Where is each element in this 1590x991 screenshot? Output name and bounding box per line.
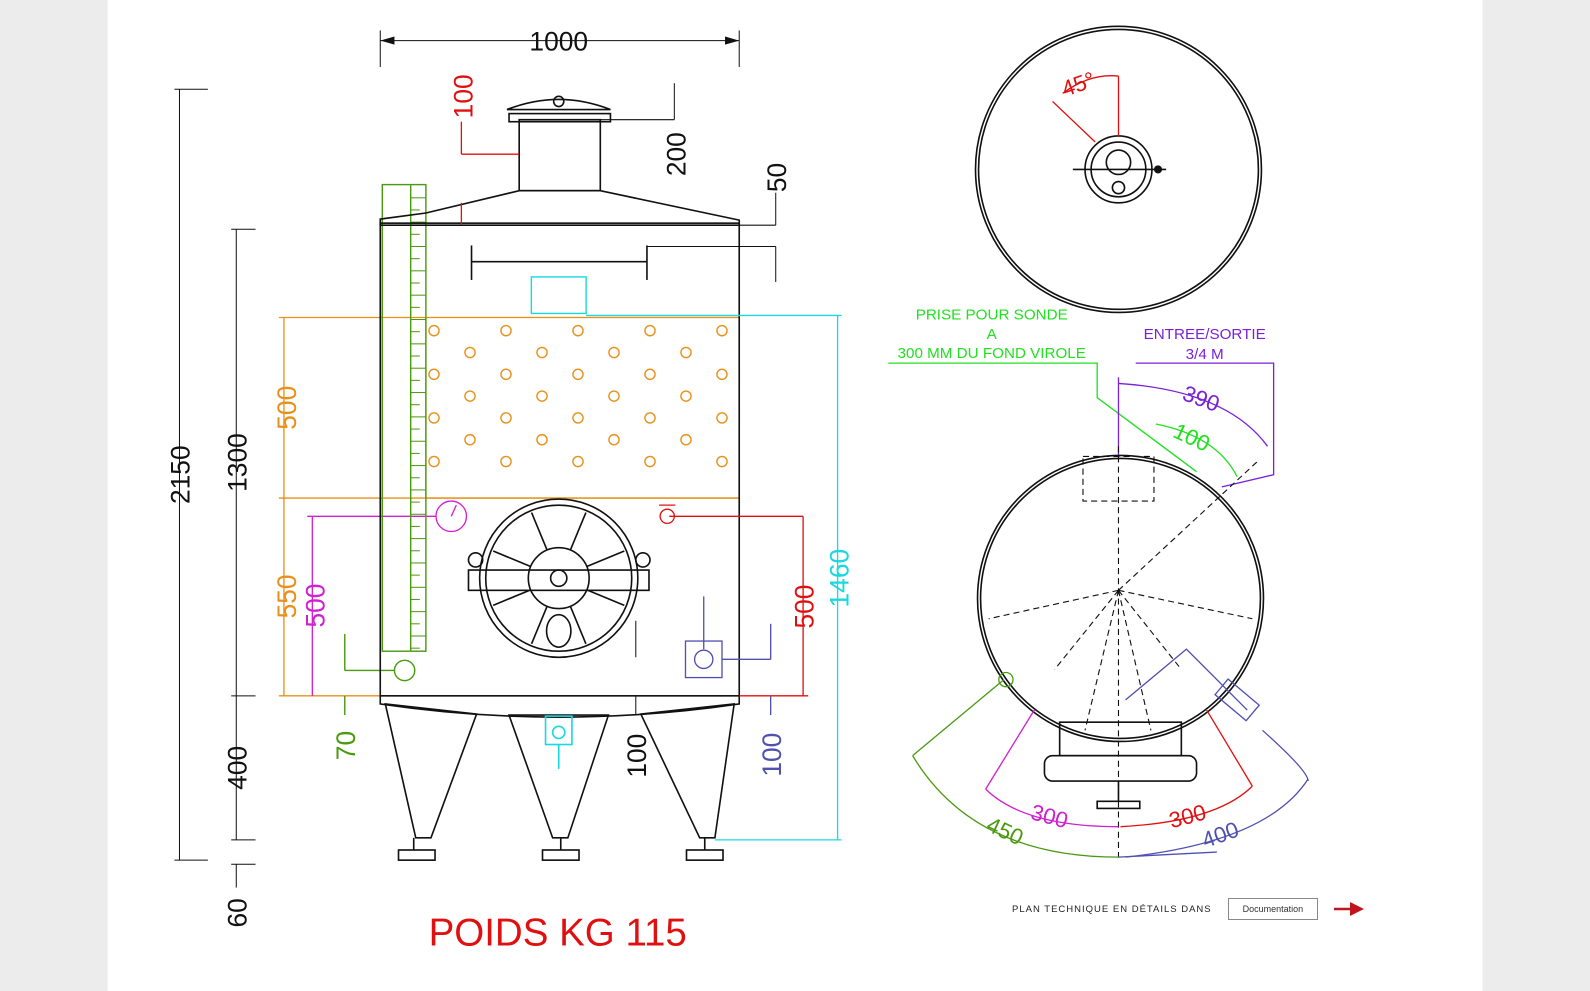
inlet-note-line1: ENTREE/SORTIE — [1144, 326, 1266, 343]
dim-cyan-total: 1460 — [825, 549, 855, 608]
dim-top-red: 100 — [449, 74, 479, 118]
inlet-note-line2: 3/4 M — [1186, 346, 1224, 363]
dim-outlet: 70 — [331, 731, 361, 760]
probe-note-line3: 300 MM DU FOND VIROLE — [898, 345, 1086, 362]
probe-note-line1: PRISE POUR SONDE — [916, 307, 1068, 324]
dim-valve-red: 500 — [789, 585, 819, 629]
dim-foot-height: 60 — [222, 898, 252, 927]
front-view: 1000 2150 1300 400 60 500 550 500 — [166, 27, 855, 955]
weight-label: POIDS KG 115 — [429, 911, 687, 954]
dim-legs-height: 400 — [222, 746, 252, 790]
probe-note-line2: A — [987, 326, 998, 343]
documentation-footer: PLAN TECHNIQUE EN DÉTAILS DANS Documenta… — [1012, 898, 1364, 920]
dim-total-height: 2150 — [166, 445, 196, 504]
dim-jacket: 500 — [272, 386, 302, 430]
dim-gauge: 500 — [300, 584, 330, 628]
dim-bottom: 100 — [622, 734, 652, 778]
dim-width: 1000 — [529, 27, 588, 57]
dim-cone: 50 — [762, 163, 792, 192]
dim-body-height: 1300 — [222, 433, 252, 492]
documentation-button[interactable]: Documentation — [1227, 898, 1318, 920]
drawing-panel — [107, 0, 1483, 991]
arrow-right-icon[interactable] — [1333, 901, 1364, 917]
dim-neck: 200 — [661, 132, 691, 176]
dim-valve-blue: 100 — [757, 733, 787, 777]
dim-lower: 550 — [272, 574, 302, 618]
footer-text: PLAN TECHNIQUE EN DÉTAILS DANS — [1012, 903, 1212, 915]
